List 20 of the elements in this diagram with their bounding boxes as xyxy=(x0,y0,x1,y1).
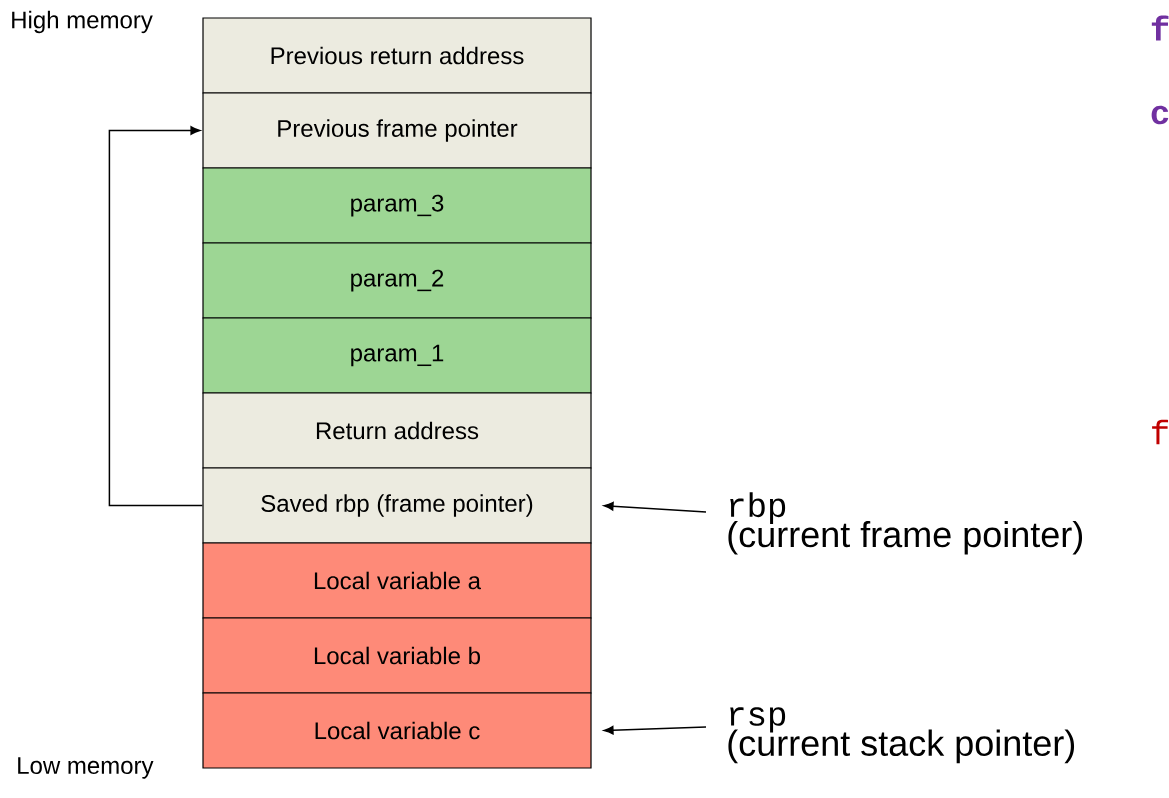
code-fragment: f xyxy=(1151,15,1169,41)
stack-cell: param_3 xyxy=(202,167,592,244)
arrow xyxy=(603,725,707,735)
register-label: rbp (current frame pointer) xyxy=(728,492,1083,555)
arrow xyxy=(108,126,204,507)
code-fragment: f xyxy=(1152,419,1169,445)
arrow xyxy=(603,501,707,513)
memory-label: Low memory xyxy=(18,757,154,779)
register-label: rsp (current stack pointer) xyxy=(728,707,1075,764)
memory-label: High memory xyxy=(12,10,153,34)
stack-cell: Saved rbp (frame pointer) xyxy=(202,467,592,544)
stack-cell: Local variable a xyxy=(202,542,592,619)
stack-cell: Local variable c xyxy=(202,692,592,769)
stack-cell: Previous return address xyxy=(202,17,592,94)
stack-cell: Return address xyxy=(202,392,592,469)
stack-cell: param_1 xyxy=(202,317,592,394)
stack-cell: param_2 xyxy=(202,242,592,319)
code-fragment: c xyxy=(1151,105,1169,125)
stack-cell: Local variable b xyxy=(202,617,592,694)
stack-cell: Previous frame pointer xyxy=(202,92,592,169)
